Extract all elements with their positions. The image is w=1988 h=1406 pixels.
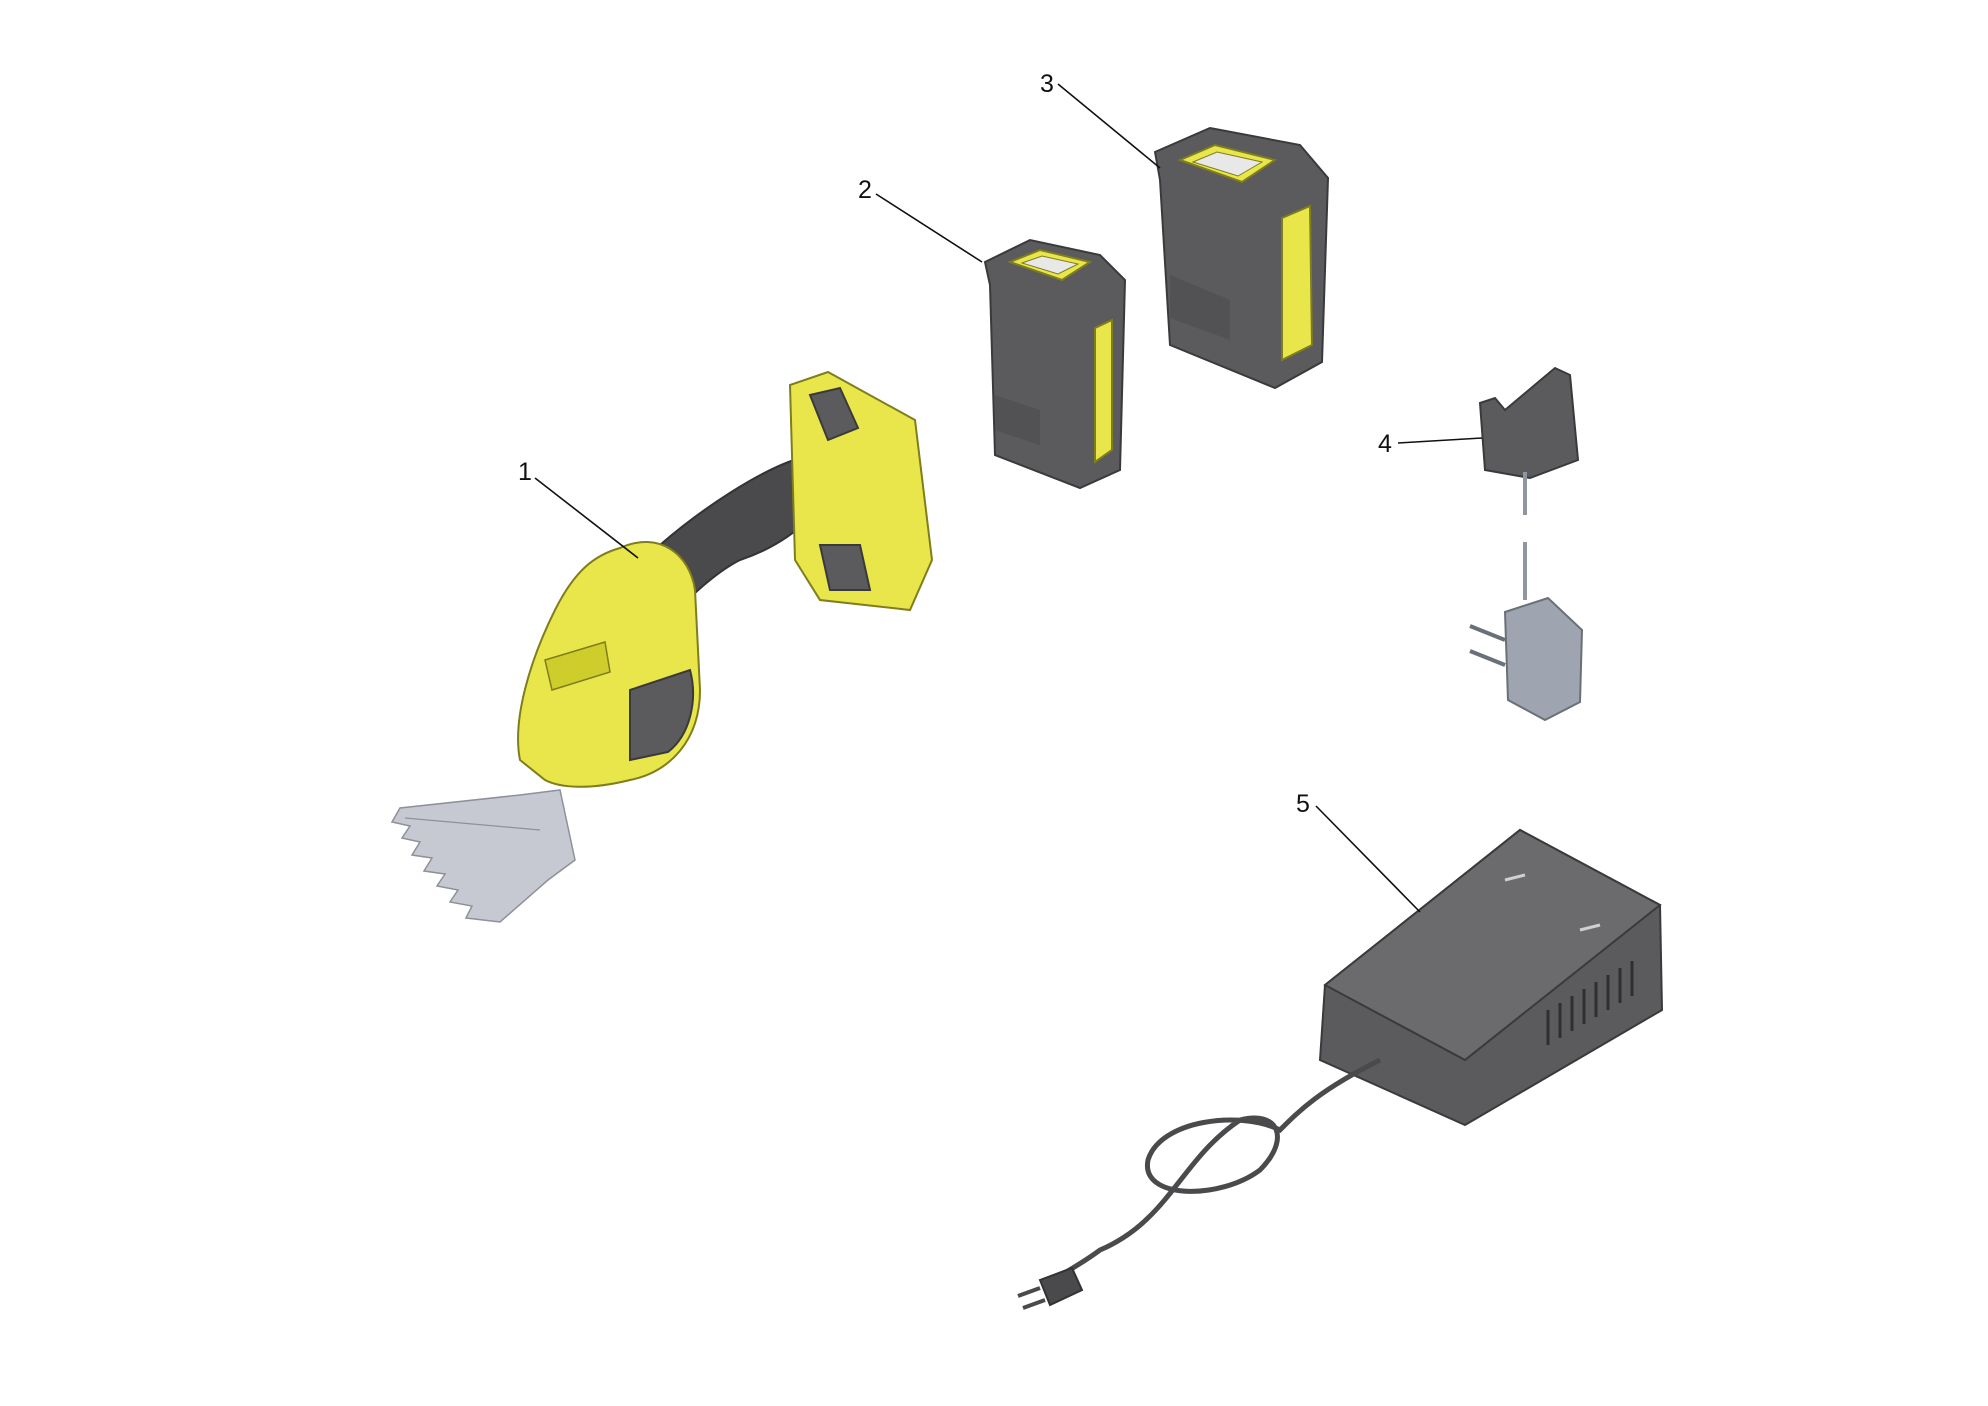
shear-blade <box>390 789 576 923</box>
leader-line-2 <box>875 193 983 263</box>
charging-cradle <box>1478 366 1580 480</box>
battery-large-side-strip <box>1281 204 1314 362</box>
battery-pack-small-icon <box>983 238 1127 490</box>
callout-number-1: 1 <box>518 458 532 486</box>
charger-vent-slots <box>1546 961 1634 1045</box>
usb-charger-adapter-icon <box>1469 366 1584 722</box>
battery-pack-large-icon <box>1153 126 1330 390</box>
leader-line-3 <box>1057 83 1161 169</box>
mains-plug <box>1038 1266 1084 1307</box>
rapid-battery-charger-icon <box>1017 828 1664 1310</box>
leader-line-1 <box>534 477 639 559</box>
charger-power-cord <box>1043 1057 1382 1288</box>
shear-vent-grille <box>629 668 694 762</box>
callout-number-5: 5 <box>1296 790 1310 818</box>
cordless-shrub-shear-icon <box>390 370 934 923</box>
callout-number-4: 4 <box>1378 430 1392 458</box>
callout-number-2: 2 <box>858 176 872 204</box>
wall-adapter <box>1503 596 1584 722</box>
leader-line-4 <box>1397 437 1483 444</box>
leader-line-5 <box>1315 805 1421 913</box>
callout-number-3: 3 <box>1040 70 1054 98</box>
battery-small-side-strip <box>1094 318 1113 464</box>
